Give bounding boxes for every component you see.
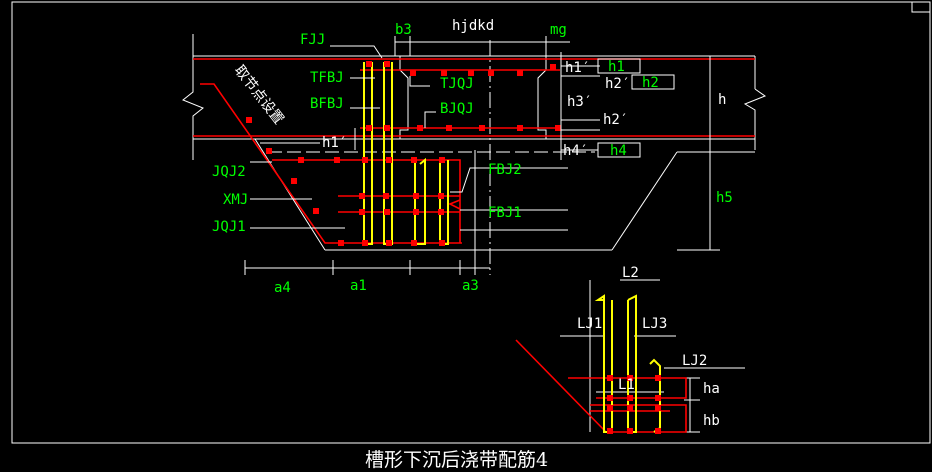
label-node-setting: 取节点设置 [231,63,287,128]
label-fbj1: FBJ1 [488,205,522,221]
label-a1: a1 [350,278,367,294]
label-bfbj: BFBJ [310,96,344,112]
drawing-title: 槽形下沉后浇带配筋4 [365,449,548,471]
label-h1p-top: h1′ [565,60,590,76]
label-h3p: h3′ [567,94,592,110]
label-xmj: XMJ [223,192,248,208]
label-h2p-top: h2′ [605,76,630,92]
label-jqj1: JQJ1 [212,219,246,235]
stirrups [363,62,449,245]
label-h5: h5 [716,190,733,206]
label-h1p-left: h1′ [322,135,347,151]
label-b3: b3 [395,22,412,38]
label-a4: a4 [274,280,291,296]
drawing-frame [11,1,931,444]
label-hjdkd: hjdkd [452,18,494,34]
leader-lines [244,36,720,275]
label-l1: L1 [618,377,635,393]
label-tfbj: TFBJ [310,70,344,86]
label-h1: h1 [608,59,625,75]
label-lj3: LJ3 [642,316,667,332]
label-h2: h2 [642,75,659,91]
detail-diagram [515,279,745,434]
label-bjqj: BJQJ [440,101,474,117]
labels: FJJ b3 hjdkd mg TFBJ TJQJ BFBJ BJQJ 取节点设… [212,18,733,429]
frame-corner-mark [911,1,931,13]
label-a3: a3 [462,278,479,294]
label-l2: L2 [622,265,639,281]
label-h2p-mid: h2′ [603,112,628,128]
label-hb: hb [703,413,720,429]
label-h4: h4 [610,143,627,159]
label-fjj: FJJ [300,32,325,48]
rebar-dots [246,61,561,246]
label-h: h [718,92,726,108]
label-lj2: LJ2 [682,353,707,369]
label-jqj2: JQJ2 [212,164,246,180]
label-tjqj: TJQJ [440,76,474,92]
label-ha: ha [703,381,720,397]
label-mg: mg [550,22,567,38]
label-h4p: h4′ [563,143,588,159]
label-lj1: LJ1 [577,316,602,332]
label-fbj2: FBJ2 [488,162,522,178]
slab-outline [182,34,767,275]
rebar-lines [193,58,755,244]
label-boxes [597,58,675,158]
